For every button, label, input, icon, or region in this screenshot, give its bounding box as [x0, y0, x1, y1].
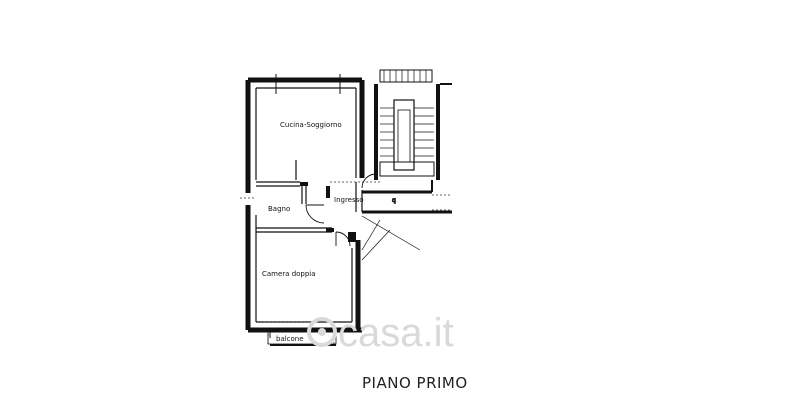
stairwell — [374, 69, 452, 180]
window-ticks — [269, 74, 341, 338]
wall-blocks — [300, 182, 356, 242]
watermark-text: casa.it — [338, 311, 454, 355]
room-label-balcony: balcone — [276, 335, 304, 343]
landing: q — [361, 180, 452, 261]
outer-walls — [245, 77, 365, 333]
inner-wall-lines — [255, 87, 363, 323]
room-label-double-bedroom: Camera doppia — [262, 270, 316, 278]
room-label-kitchen-living: Cucina-Soggiorno — [280, 121, 342, 129]
room-label-entrance: Ingresso — [334, 196, 364, 204]
svg-text:q: q — [392, 197, 396, 204]
room-label-bathroom: Bagno — [268, 205, 290, 213]
doors — [305, 173, 377, 247]
watermark-logo: casa.it — [307, 311, 454, 355]
plan-caption: PIANO PRIMO — [362, 374, 468, 392]
